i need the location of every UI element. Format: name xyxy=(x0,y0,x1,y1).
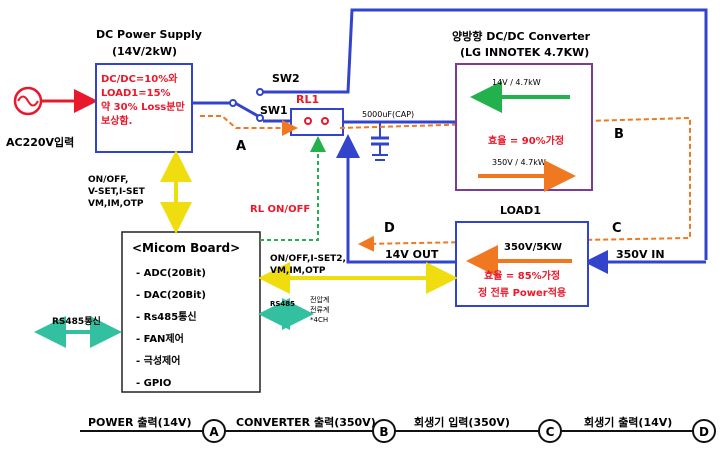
load-title: LOAD1 xyxy=(500,204,541,217)
rs485-small-label: RS485 xyxy=(270,300,295,308)
timeline-seg-regen-out: 회생기 출력(14V) xyxy=(584,415,672,429)
point-d-label: D xyxy=(384,221,395,236)
point-c-label: C xyxy=(612,221,622,236)
converter-efficiency: 효율 = 90%가정 xyxy=(488,134,564,147)
ctrl-left-2: V-SET,I-SET xyxy=(88,187,146,197)
ac-input-label: AC220V입력 xyxy=(6,136,74,149)
point-b-label: B xyxy=(614,127,624,142)
switch-a-blade xyxy=(234,101,259,118)
rl1-contact-right xyxy=(321,117,329,125)
converter-title: 양방향 DC/DC Converter xyxy=(452,29,591,43)
dc-supply-note-3: 약 30% Loss분만 xyxy=(101,100,185,113)
timeline-seg-regen-in: 회생기 입력(350V) xyxy=(414,415,510,429)
micom-item-gpio: - GPIO xyxy=(136,378,171,389)
dc-supply-note-1: DC/DC=10%와 xyxy=(101,73,178,85)
timeline-node-c: C xyxy=(538,419,562,443)
rl1-label: RL1 xyxy=(296,93,319,106)
capacitor-symbol xyxy=(371,122,389,161)
converter-model: (LG INNOTEK 4.7KW) xyxy=(460,46,589,59)
micom-item-fan: - FAN제어 xyxy=(136,332,184,345)
rl1-relay-box xyxy=(290,108,344,136)
sw1-label: SW1 xyxy=(260,104,288,117)
micom-item-polarity: - 극성제어 xyxy=(136,354,180,367)
rs485-left-label: RS485통신 xyxy=(52,315,101,327)
timeline-node-c-label: C xyxy=(546,425,555,439)
dc-supply-note-2: LOAD1=15% xyxy=(101,88,171,99)
meter-label-1: 전압계 xyxy=(310,295,329,304)
dc-supply-rating: (14V/2kW) xyxy=(112,45,177,58)
timeline-node-d: D xyxy=(692,419,716,443)
sw1-contact xyxy=(256,114,264,122)
ac-source-symbol xyxy=(13,86,43,116)
flow-path-dashed xyxy=(200,115,298,136)
ctrl-left-1: ON/OFF, xyxy=(88,175,128,185)
rl-onoff-label: RL ON/OFF xyxy=(250,204,310,215)
load-efficiency: 효율 = 85%가정 xyxy=(484,269,560,282)
sw2-bus xyxy=(263,8,708,260)
dc-supply-note-4: 보상함. xyxy=(101,114,132,127)
ctrl-left-3: VM,IM,OTP xyxy=(88,199,144,209)
load-rating: 350V/5KW xyxy=(504,242,562,253)
meter-label-2: 전류계 xyxy=(310,305,329,314)
micom-item-adc: - ADC(20Bit) xyxy=(136,268,206,279)
dc-supply-box xyxy=(95,63,193,153)
converter-arrow-bottom-label: 350V / 4.7kW xyxy=(492,158,546,167)
micom-board-box xyxy=(121,231,261,393)
load-note: 정 전류 Power적용 xyxy=(478,286,566,299)
sw2-contact xyxy=(256,88,264,96)
micom-title: <Micom Board> xyxy=(132,241,240,255)
dc-supply-title: DC Power Supply xyxy=(96,28,202,41)
ctrl-right-1: ON/OFF,I-SET2, xyxy=(270,254,346,264)
timeline-node-a-label: A xyxy=(209,425,219,439)
point-a-label: A xyxy=(236,139,246,154)
relay-control-link xyxy=(260,136,326,241)
ctrl-right-2: VM,IM,OTP xyxy=(270,266,326,276)
converter-arrow-top-label: 14V / 4.7kW xyxy=(492,78,541,87)
sw2-label: SW2 xyxy=(272,72,300,85)
timeline-node-a: A xyxy=(202,419,226,443)
350v-in-label: 350V IN xyxy=(616,248,665,261)
meter-label-3: *4CH xyxy=(310,316,328,324)
timeline-node-b-label: B xyxy=(379,425,388,439)
rl1-contact-left xyxy=(304,117,312,125)
timeline-seg-converter: CONVERTER 출력(350V) xyxy=(236,415,376,429)
timeline-seg-power: POWER 출력(14V) xyxy=(88,415,191,429)
14v-out-label: 14V OUT xyxy=(385,248,439,261)
micom-item-rs485: - Rs485통신 xyxy=(136,310,197,323)
cap-label: 5000uF(CAP) xyxy=(362,110,414,119)
micom-item-dac: - DAC(20Bit) xyxy=(136,290,206,301)
timeline-node-d-label: D xyxy=(699,425,709,439)
timeline-node-b: B xyxy=(372,419,396,443)
